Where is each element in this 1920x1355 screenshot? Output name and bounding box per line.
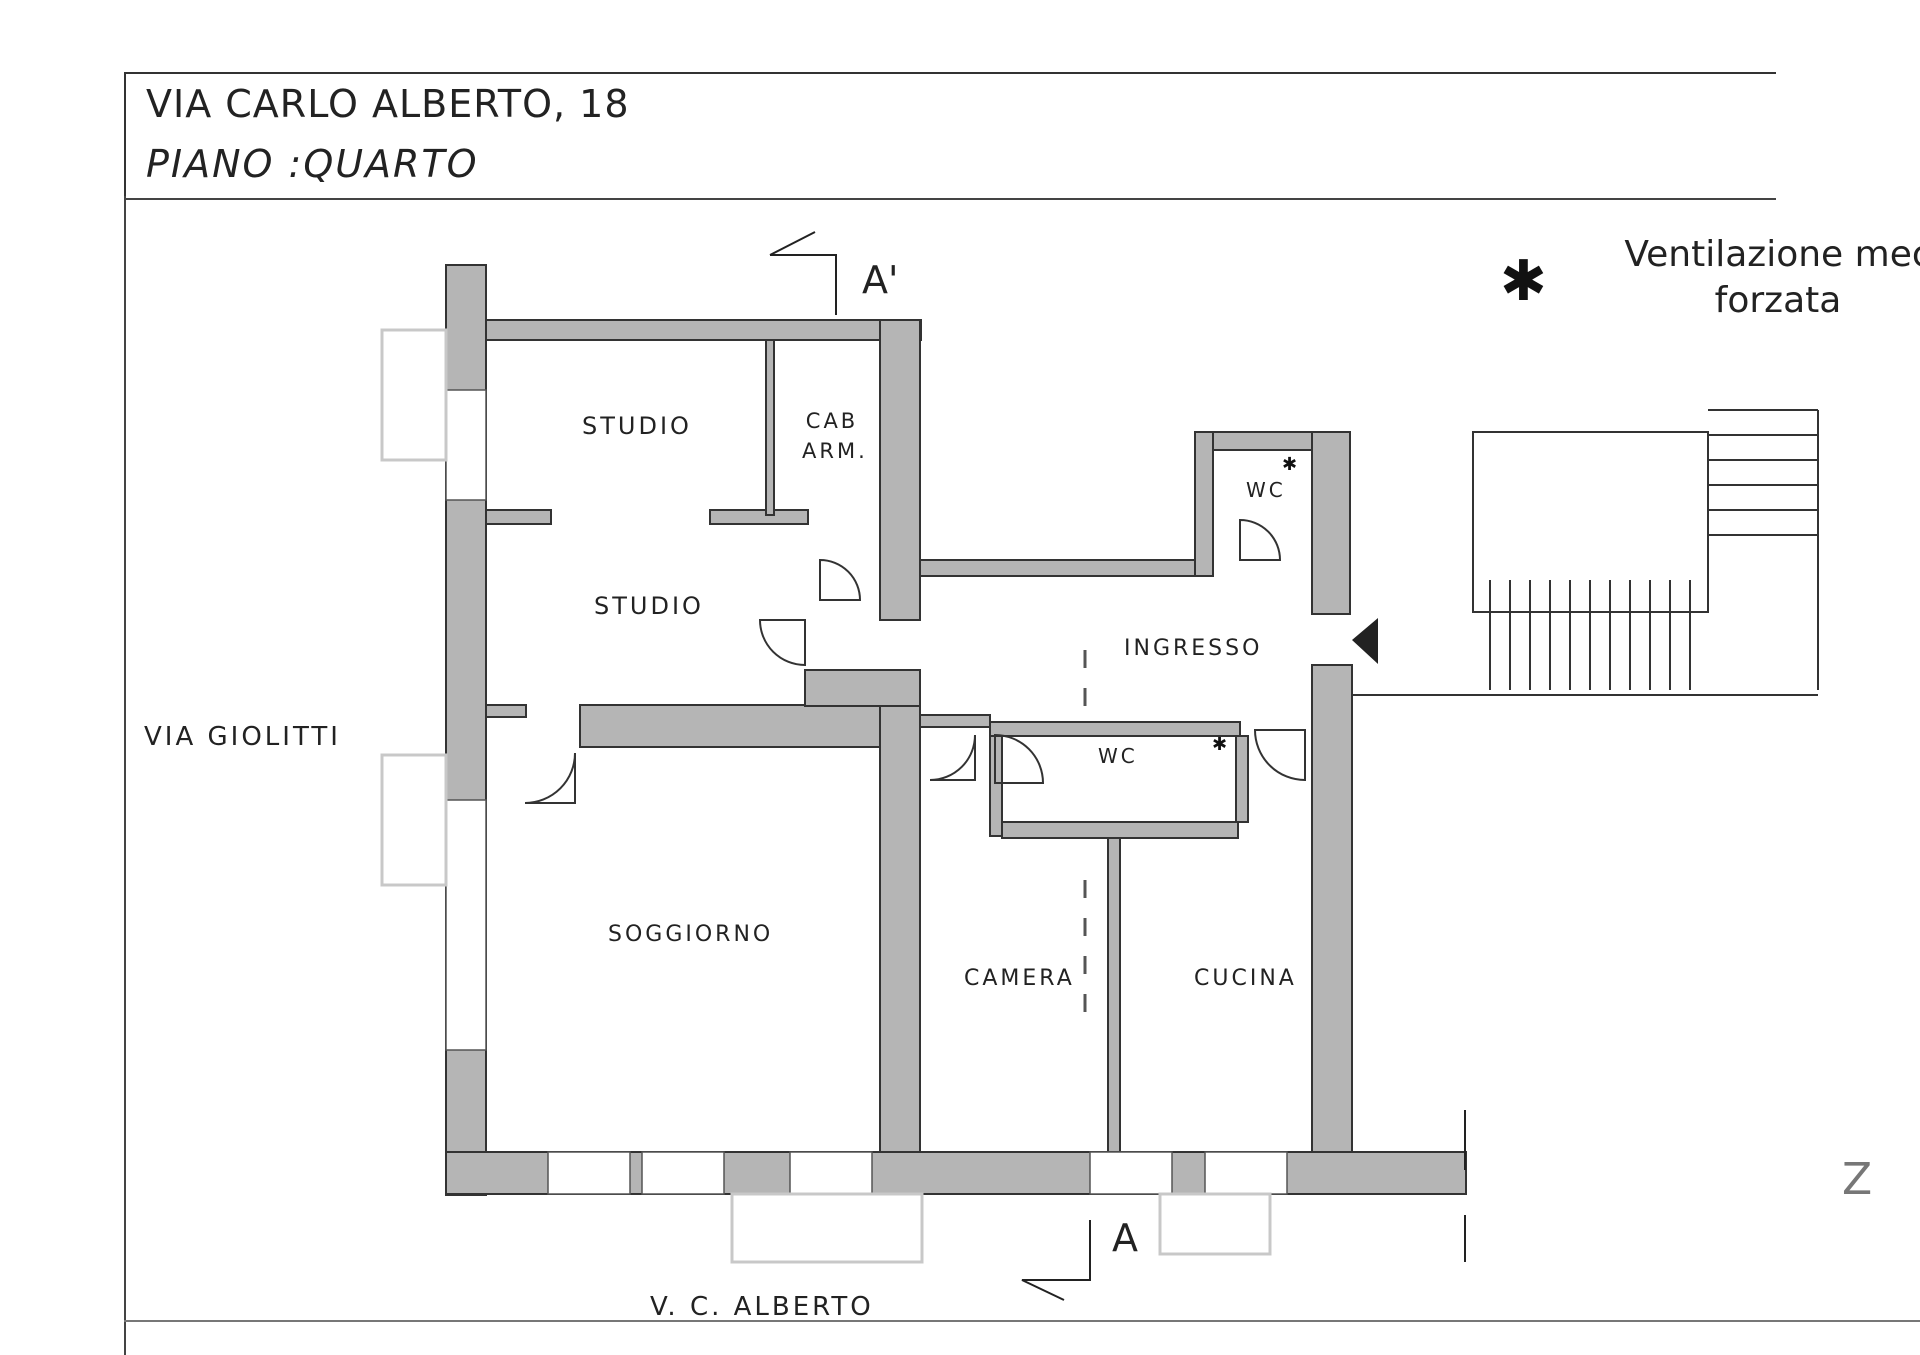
margin-mark: Z	[1842, 1154, 1873, 1205]
window-bottom-1	[547, 1151, 631, 1195]
room-label-camera: CAMERA	[964, 966, 1075, 991]
ventilation-mark-wc1: ✱	[1282, 454, 1297, 475]
window-frame-left-1	[380, 328, 448, 462]
room-label-cab-arm: CAB ARM.	[802, 409, 868, 463]
frame-bottom-border	[124, 1320, 1920, 1322]
room-label-soggiorno: SOGGIORNO	[608, 922, 774, 947]
door-wc2	[994, 733, 1045, 784]
wall-sog-right	[879, 669, 921, 1156]
door-wc1	[1239, 518, 1282, 561]
floor-title: PIANO :QUARTO	[146, 142, 479, 186]
room-label-studio-1: STUDIO	[582, 412, 692, 440]
room-label-studio-2: STUDIO	[594, 592, 704, 620]
wall-wc1-right	[1311, 431, 1351, 615]
window-left-2	[445, 799, 487, 1051]
room-label-ingresso: INGRESSO	[1124, 636, 1263, 661]
wall-wc1-left	[1194, 431, 1214, 577]
room-label-wc-1: WC	[1246, 478, 1286, 502]
asterisk-fan-icon: ✱	[1500, 249, 1547, 314]
window-frame-bottom-2	[1158, 1192, 1272, 1256]
section-marker-top	[769, 231, 837, 315]
wall-cab-left	[765, 339, 775, 516]
wall-wc2-right	[1235, 735, 1249, 823]
section-label-top: A'	[862, 258, 899, 302]
wall-wc2-top	[989, 721, 1241, 737]
entrance-arrow-icon	[1352, 618, 1378, 664]
wall-wc2-bottom	[1001, 821, 1239, 839]
door-soggiorno	[524, 752, 576, 804]
legend-text: Ventilazione mec forzata	[1624, 234, 1920, 321]
wall-sog-top-b	[579, 704, 921, 748]
wall-camera-cucina	[1107, 837, 1121, 1159]
wall-right-outer	[1311, 664, 1353, 1156]
street-label-bottom: V. C. ALBERTO	[650, 1292, 874, 1322]
wall-top-studio	[485, 319, 922, 341]
door-camera	[929, 734, 976, 781]
wall-studio-sep-b	[709, 509, 809, 525]
door-cab	[819, 558, 862, 601]
window-bottom-5	[1204, 1151, 1288, 1195]
window-bottom-2	[641, 1151, 725, 1195]
window-left-1	[445, 389, 487, 501]
wall-corridor-bottom-a	[919, 714, 991, 728]
wall-dis-bottom	[804, 669, 921, 707]
section-marker-bottom	[1021, 1220, 1091, 1301]
door-studio	[758, 619, 806, 667]
section-label-bottom: A	[1112, 1216, 1138, 1260]
room-label-wc-2: WC	[1098, 744, 1138, 768]
window-frame-bottom-1	[730, 1192, 924, 1264]
window-bottom-4	[1089, 1151, 1173, 1195]
door-cucina	[1253, 729, 1306, 782]
wall-cab-right	[879, 319, 921, 621]
street-label-left: VIA GIOLITTI	[144, 722, 341, 752]
legend: ✱ Ventilazione mec forzata	[1500, 232, 1920, 332]
wall-studio-sep-a	[485, 509, 552, 525]
wall-sog-top-a	[485, 704, 527, 718]
window-bottom-3	[789, 1151, 873, 1195]
wall-corridor-top	[919, 559, 1196, 577]
window-frame-left-2	[380, 753, 448, 887]
address-title: VIA CARLO ALBERTO, 18	[146, 82, 630, 126]
title-block: VIA CARLO ALBERTO, 18 PIANO :QUARTO	[124, 72, 1776, 200]
ventilation-mark-wc2: ✱	[1212, 734, 1227, 755]
frame-left-border	[124, 196, 126, 1355]
room-label-cucina: CUCINA	[1194, 966, 1297, 991]
